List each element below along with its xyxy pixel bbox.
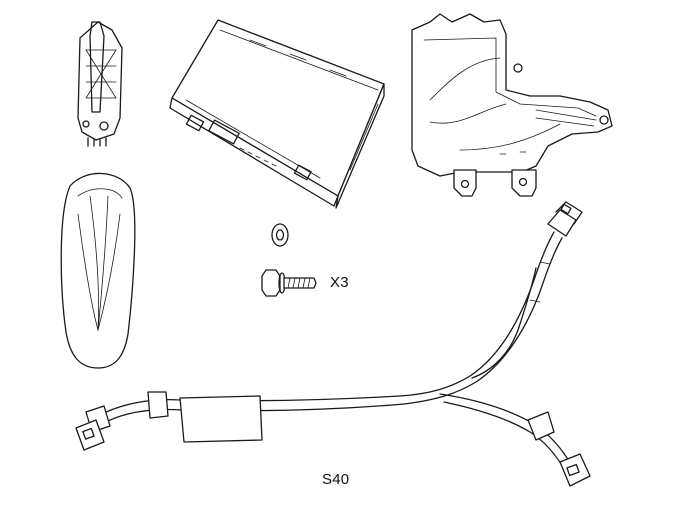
control-module-icon bbox=[169, 19, 385, 209]
mounting-bracket-icon bbox=[411, 13, 613, 197]
quantity-label: X3 bbox=[330, 274, 349, 291]
antenna-bracket-icon bbox=[77, 21, 123, 147]
wiring-harness-icon bbox=[75, 201, 591, 487]
bolt-icon bbox=[261, 269, 317, 297]
kit-code-label: S40 bbox=[322, 471, 350, 488]
washer-icon bbox=[271, 223, 289, 247]
antenna-cover-icon bbox=[60, 172, 136, 369]
